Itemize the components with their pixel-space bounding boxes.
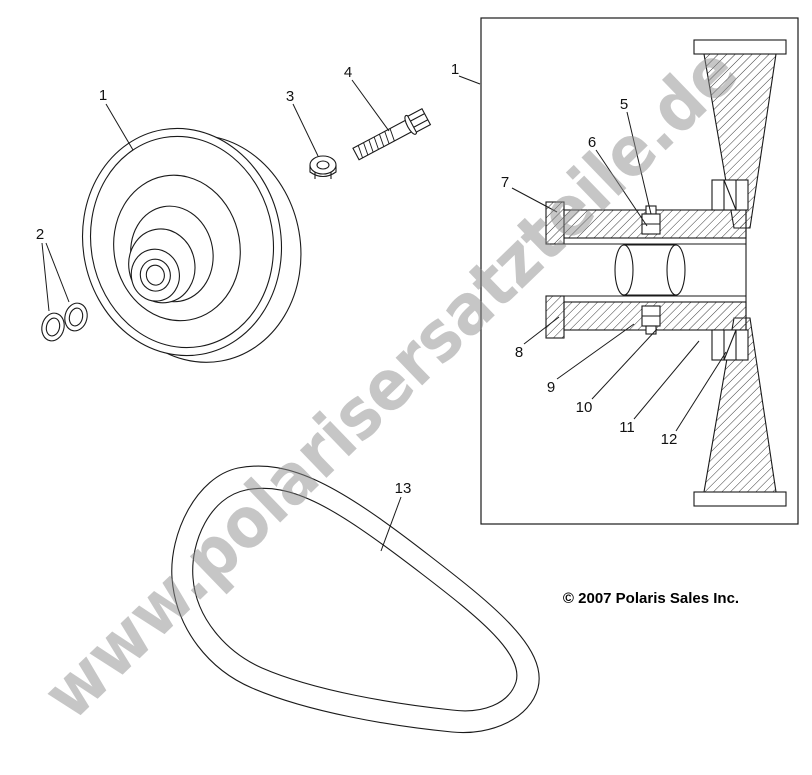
leader-item13	[380, 496, 402, 552]
bolt-shank	[352, 118, 415, 161]
washers-drawing	[41, 302, 88, 342]
callout-label-11: 11	[619, 419, 635, 436]
cross-section-box	[480, 17, 799, 525]
washer-1-bore	[45, 317, 61, 337]
bearing-bottom-cross	[723, 329, 737, 361]
callout-label-13: 13	[395, 480, 412, 497]
leader-item5	[626, 111, 652, 215]
sheave-top-blade	[703, 53, 777, 229]
washer-2-bore	[68, 307, 84, 327]
leader-item10	[591, 328, 658, 400]
leader-item6	[595, 149, 648, 227]
callout-labels: 1 2 3 4 1 5 6 7 8 9 10 11 12 13	[36, 61, 678, 497]
bearing-top-cross	[723, 179, 737, 211]
bolt-threads	[357, 128, 395, 159]
clutch-bearing-bore	[145, 264, 165, 286]
leader-item7	[511, 187, 558, 213]
nut-bore	[316, 160, 330, 170]
callout-label-3: 3	[286, 88, 294, 105]
leader-item11	[633, 340, 700, 420]
sheave-bottom-cap	[693, 491, 787, 507]
leader-item2-a	[41, 242, 50, 312]
leader-item1-clutch	[105, 103, 134, 151]
nut-drawing	[309, 155, 337, 179]
belt-drawing	[171, 465, 540, 734]
leader-item9	[556, 323, 635, 380]
bolt-head-facet	[413, 119, 429, 128]
hub-left-flange-bottom	[545, 295, 565, 339]
callout-leader-lines	[41, 75, 727, 552]
bolt-head-facet	[410, 113, 425, 122]
driven-clutch-drawing	[81, 127, 302, 363]
leader-item8	[523, 316, 560, 345]
leader-item2-b	[45, 242, 70, 303]
callout-label-7: 7	[501, 174, 509, 191]
callout-label-2: 2	[36, 226, 44, 243]
leader-item4	[351, 79, 390, 132]
leader-item12	[675, 351, 727, 432]
callout-label-9: 9	[547, 379, 555, 396]
callout-label-1-clutch: 1	[99, 87, 107, 104]
leader-item1-assembly	[458, 75, 481, 85]
bolt-drawing	[352, 107, 432, 161]
callout-label-1-assembly: 1	[451, 61, 459, 78]
spacer-right-end	[666, 244, 686, 296]
callout-label-10: 10	[576, 399, 593, 416]
callout-label-6: 6	[588, 134, 596, 151]
copyright-text: © 2007 Polaris Sales Inc.	[563, 590, 739, 607]
belt-inner-edge	[192, 487, 518, 712]
callout-label-12: 12	[661, 431, 678, 448]
leader-item3	[292, 103, 319, 157]
spacer-left-end	[614, 244, 634, 296]
callout-label-4: 4	[344, 64, 352, 81]
bottom-fastener-head	[645, 325, 657, 335]
callout-label-5: 5	[620, 96, 628, 113]
callout-label-8: 8	[515, 344, 523, 361]
bolt-head	[407, 107, 432, 133]
